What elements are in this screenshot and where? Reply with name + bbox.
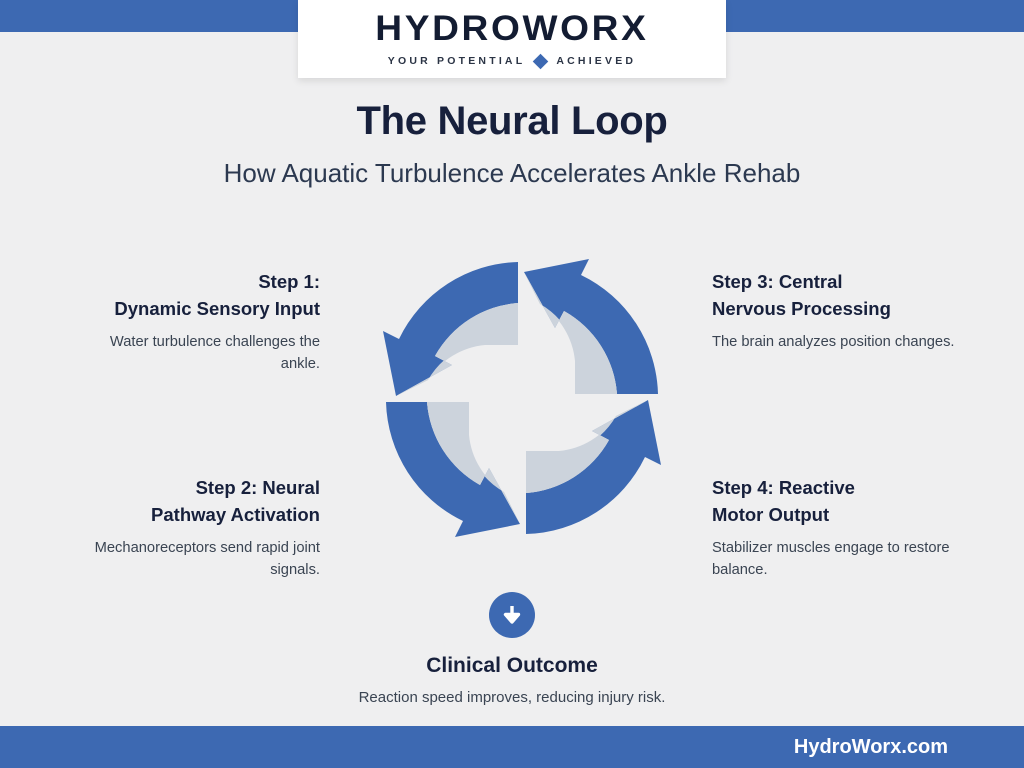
step-3-description: The brain analyzes position changes.: [712, 334, 955, 350]
step-2-title: Step 2: Neural Pathway Activation: [70, 474, 320, 528]
brand-wordmark: HYDROWORX: [375, 9, 649, 48]
step-3-title-line-1: Step 3: Central: [712, 271, 843, 292]
cycle-arrow-1: [383, 262, 518, 396]
clinical-outcome-description: Reaction speed improves, reducing injury…: [358, 689, 666, 706]
brand-tagline-right: ACHIEVED: [556, 55, 637, 67]
step-2-block: Step 2: Neural Pathway Activation Mechan…: [70, 474, 320, 582]
footer-bar: HydroWorx.com: [0, 726, 1024, 768]
brand-tagline: YOUR POTENTIAL ACHIEVED: [387, 53, 637, 69]
circular-arrows-cycle-icon: [372, 248, 672, 548]
cycle-arrow-3: [526, 400, 661, 534]
brand-logo-card: HYDROWORX YOUR POTENTIAL ACHIEVED: [298, 0, 726, 78]
cycle-arrow-2: [524, 259, 658, 394]
step-4-title: Step 4: Reactive Motor Output: [712, 474, 962, 528]
clinical-outcome-title: Clinical Outcome: [426, 654, 598, 677]
step-3-block: Step 3: Central Nervous Processing The b…: [712, 268, 962, 353]
step-1-title: Step 1: Dynamic Sensory Input: [70, 268, 320, 322]
step-1-block: Step 1: Dynamic Sensory Input Water turb…: [70, 268, 320, 376]
footer-website[interactable]: HydroWorx.com: [793, 735, 948, 758]
brand-tagline-left: YOUR POTENTIAL: [387, 55, 526, 67]
step-4-block: Step 4: Reactive Motor Output Stabilizer…: [712, 474, 962, 582]
step-4-title-line-2: Motor Output: [712, 504, 830, 525]
step-2-title-line-2: Pathway Activation: [151, 504, 320, 525]
step-3-title: Step 3: Central Nervous Processing: [712, 268, 962, 322]
step-1-title-line-2: Dynamic Sensory Input: [114, 298, 320, 319]
step-3-title-line-2: Nervous Processing: [712, 298, 891, 319]
cycle-arrow-4: [386, 402, 520, 537]
step-1-title-line-1: Step 1:: [258, 271, 320, 292]
page-title: The Neural Loop: [356, 99, 668, 143]
down-arrow-circle-icon: [489, 592, 535, 638]
step-2-title-line-1: Step 2: Neural: [195, 477, 320, 498]
step-2-description: Mechanoreceptors send rapid joint signal…: [94, 540, 320, 579]
step-1-description: Water turbulence challenges the ankle.: [109, 334, 320, 373]
clinical-outcome-block: Clinical Outcome Reaction speed improves…: [287, 592, 737, 710]
step-4-description: Stabilizer muscles engage to restore bal…: [712, 540, 950, 579]
step-4-title-line-1: Step 4: Reactive: [712, 477, 855, 498]
page-subtitle: How Aquatic Turbulence Accelerates Ankle…: [223, 158, 801, 188]
diamond-icon: [533, 53, 549, 69]
